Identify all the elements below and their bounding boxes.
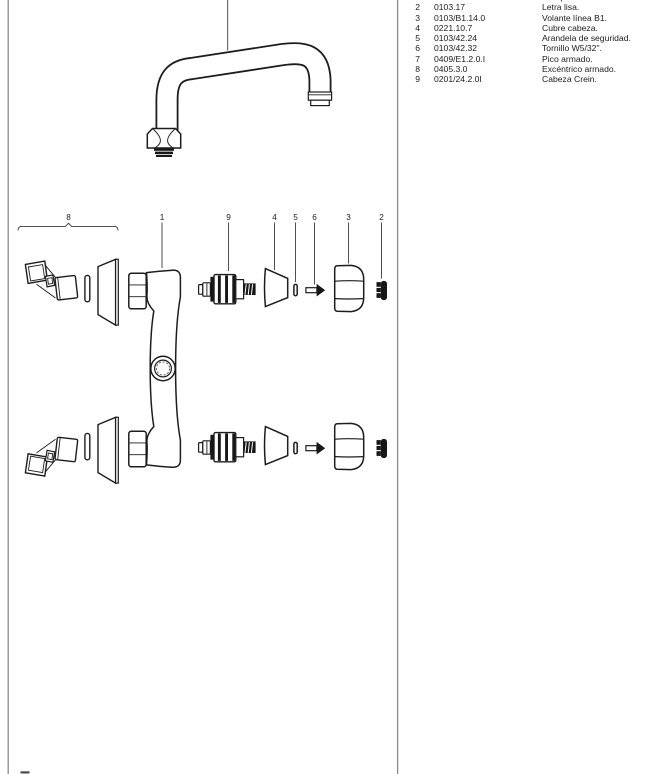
part-desc: Cuerpo de ducha armado. (542, 0, 642, 2)
part-desc: Arandela de seguridad. (542, 33, 631, 44)
part-code: 0103/42.32 (434, 43, 478, 54)
part-number: 1 (406, 0, 420, 2)
spout-nut (146, 127, 182, 149)
head-cover-bottom (263, 425, 289, 466)
parts-list-row: 9 0201/24.2.0I Cabeza Crein. (406, 74, 642, 84)
safety-washer-bottom (293, 441, 298, 455)
part-code: 0103/42.24 (434, 33, 478, 44)
spout-boss-drawing (150, 355, 176, 382)
escutcheon-cone-top (97, 258, 119, 326)
callout-label-3: 3 (346, 213, 351, 222)
body-nut-top (128, 272, 147, 310)
cartridge-top (197, 273, 257, 305)
part-desc: Pico armado. (542, 53, 593, 64)
part-number: 8 (415, 63, 420, 74)
handle-bottom (333, 422, 365, 471)
faucet-body-drawing (145, 269, 182, 468)
parts-list: 1 0110/B1.1.0 Cuerpo de ducha armado. 2 … (406, 0, 642, 84)
cartridge-bottom (197, 431, 257, 463)
callout-labels: 8 1 9 4 5 6 3 2 (66, 213, 384, 222)
parts-list-row: 7 0409/E1.2.0.I Pico armado. (406, 54, 642, 64)
part-number: 3 (415, 12, 420, 23)
part-number: 2 (415, 2, 420, 13)
part-desc: Cabeza Crein. (542, 74, 597, 85)
part-desc: Excéntrico armado. (542, 63, 617, 74)
parts-list-row: 3 0103/B1.14.0 Volante línea B1. (406, 13, 642, 23)
part-desc: Letra lisa. (542, 2, 580, 13)
part-code: 0103/B1.14.0 (434, 12, 486, 23)
safety-washer-top (293, 283, 298, 297)
head-cover-top (263, 267, 289, 308)
part-number: 6 (415, 43, 420, 54)
callout-bracket-8 (17, 222, 119, 231)
callout-label-8: 8 (66, 213, 71, 222)
handle-top (333, 264, 365, 313)
spout-thread (154, 148, 174, 157)
eccentric-assembly-bottom (24, 436, 79, 477)
part-number: 4 (415, 22, 420, 33)
callout-label-5: 5 (293, 213, 298, 222)
part-desc: Tornillo W5/32". (542, 43, 602, 54)
page-bottom-mark (20, 771, 30, 774)
parts-list-row: 8 0405.3.0 Excéntrico armado. (406, 64, 642, 74)
callout-label-1: 1 (160, 213, 165, 222)
callout-leader-lines (161, 222, 382, 285)
part-code: 0221.10.7 (434, 22, 473, 33)
callout-label-2: 2 (379, 213, 384, 222)
spout-aerator (307, 91, 333, 107)
parts-list-row: 1 0110/B1.1.0 Cuerpo de ducha armado. (406, 0, 642, 2)
escutcheon-cone-bottom (97, 416, 119, 484)
callout-label-6: 6 (312, 213, 317, 222)
screw-arrow-bottom (305, 441, 326, 456)
spout-drawing (146, 42, 333, 157)
index-button-bottom (376, 438, 387, 459)
body-nut-bottom (128, 430, 147, 468)
part-desc: Volante línea B1. (542, 12, 607, 23)
part-code: 0405.3.0 (434, 63, 468, 74)
part-code: 0103.17 (434, 2, 466, 13)
parts-list-row: 2 0103.17 Letra lisa. (406, 2, 642, 12)
index-button-top (376, 280, 387, 301)
part-code: 0409/E1.2.0.I (434, 53, 486, 64)
part-number: 9 (415, 74, 420, 85)
parts-list-row: 5 0103/42.24 Arandela de seguridad. (406, 33, 642, 43)
eccentric-assembly-top (24, 260, 79, 301)
screw-arrow-top (305, 283, 326, 298)
part-code: 0201/24.2.0I (434, 74, 482, 85)
parts-list-row: 4 0221.10.7 Cubre cabeza. (406, 23, 642, 33)
callout-label-4: 4 (272, 213, 277, 222)
part-number: 7 (415, 53, 420, 64)
wall-washer-top (84, 274, 91, 303)
callout-label-9: 9 (226, 213, 231, 222)
part-desc: Cubre cabeza. (542, 22, 598, 33)
part-code: 0110/B1.1.0 (420, 0, 542, 2)
parts-list-row: 6 0103/42.32 Tornillo W5/32". (406, 43, 642, 53)
wall-washer-bottom (84, 432, 91, 461)
part-number: 5 (415, 33, 420, 44)
